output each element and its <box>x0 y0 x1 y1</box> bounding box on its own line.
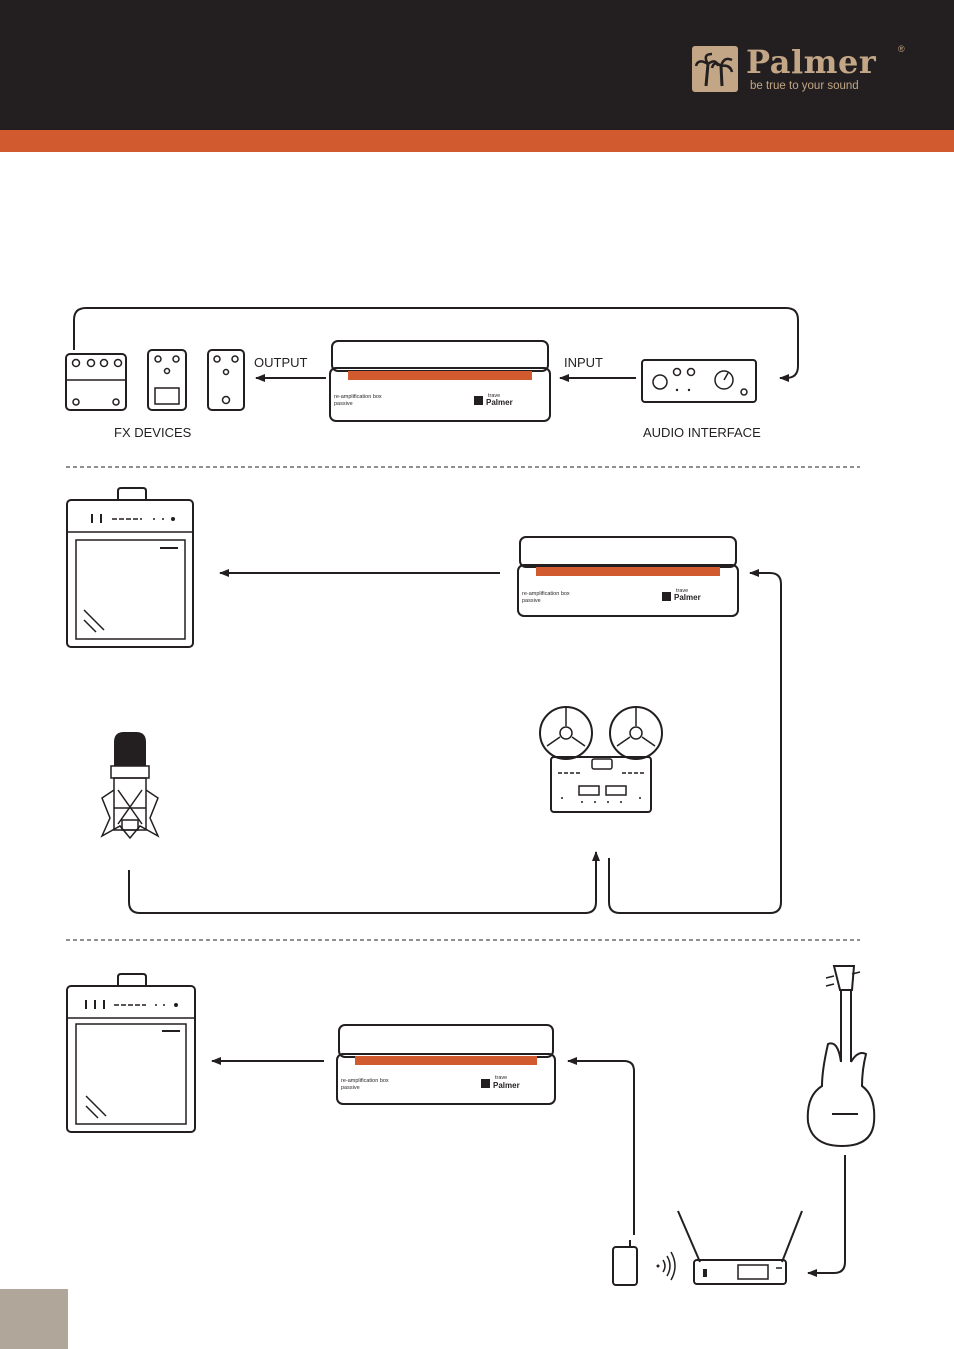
wireless-cable <box>567 1057 635 1235</box>
wireless-transmitter-icon <box>612 1240 638 1286</box>
svg-text:Palmer: Palmer <box>674 593 701 602</box>
wireless-signal-icon <box>656 1251 676 1281</box>
logo-tagline: be true to your sound <box>750 80 859 92</box>
wireless-receiver-icon <box>677 1210 803 1285</box>
reamp-box-icon: re-amplification box passive trave Palme… <box>517 536 739 617</box>
svg-text:re-amplification box: re-amplification box <box>341 1078 389 1084</box>
palm-tree-icon <box>692 46 738 92</box>
svg-text:passive: passive <box>522 598 541 604</box>
reamp-box-icon: re-amplification box passive trave Palme… <box>329 340 551 422</box>
svg-text:passive: passive <box>341 1085 360 1091</box>
guitar-amp-icon <box>66 973 196 1133</box>
loop-cable <box>73 307 799 382</box>
logo-name: Palmer <box>746 43 877 81</box>
guitar-cable <box>807 1155 846 1277</box>
fx-devices-label: FX DEVICES <box>114 425 192 440</box>
fx-pedal-icon <box>147 349 187 411</box>
svg-text:Palmer: Palmer <box>486 398 513 407</box>
guitar-amp-icon <box>66 487 194 648</box>
svg-text:trave: trave <box>495 1075 507 1081</box>
multi-fx-pedal-icon <box>65 353 127 411</box>
bass-guitar-icon <box>806 965 876 1148</box>
svg-text:trave: trave <box>488 393 500 399</box>
svg-text:trave: trave <box>676 588 688 594</box>
microphone-icon <box>100 732 160 840</box>
reamp-box-icon: re-amplification box passive trave Palme… <box>336 1024 556 1105</box>
audio-interface-icon <box>641 359 757 403</box>
input-label: INPUT <box>564 355 603 370</box>
audio-interface-label: AUDIO INTERFACE <box>643 425 761 440</box>
svg-text:re-amplification box: re-amplification box <box>334 394 382 400</box>
svg-text:passive: passive <box>334 401 353 407</box>
accent-bar <box>0 130 954 152</box>
tape-recorder-icon <box>539 706 663 813</box>
header <box>0 0 954 130</box>
page-tab <box>0 1289 68 1349</box>
mic-cable <box>128 851 600 914</box>
palmer-logo: Palmer ® be true to your sound <box>692 43 912 96</box>
svg-text:re-amplification box: re-amplification box <box>522 591 570 597</box>
registered-mark: ® <box>898 44 905 54</box>
output-label: OUTPUT <box>254 355 308 370</box>
fx-pedal-icon <box>207 349 245 411</box>
svg-text:Palmer: Palmer <box>493 1081 520 1090</box>
tape-out-cable <box>608 569 782 914</box>
